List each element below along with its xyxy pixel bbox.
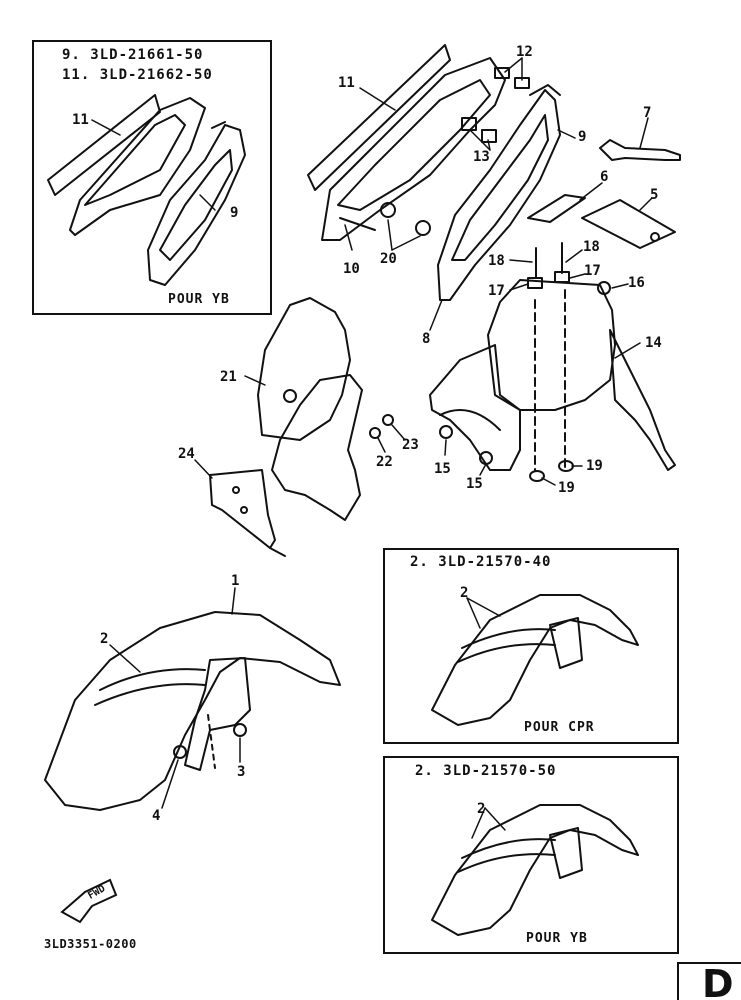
- part-label-8: 8: [422, 331, 431, 347]
- page-letter-frame: [677, 962, 741, 1000]
- part-label-16: 16: [628, 275, 645, 291]
- part-label-18-right: 18: [583, 239, 600, 255]
- inset-cpr-fender-drawing: [431, 594, 639, 726]
- part-label-12: 12: [516, 44, 533, 60]
- inset-yb-caption: POUR YB: [526, 931, 588, 946]
- part-label-2: 2: [100, 631, 109, 647]
- inset-cpr-header: 2. 3LD-21570-40: [410, 554, 552, 570]
- side-covers-drawing: [307, 44, 561, 301]
- part-label-9: 9: [578, 129, 587, 145]
- inset-frame-side-covers: [32, 40, 272, 315]
- part-label-10: 10: [343, 261, 360, 277]
- inset-yb-header: 2. 3LD-21570-50: [415, 763, 557, 779]
- inset-label-11: 11: [72, 112, 89, 128]
- part-label-13: 13: [473, 149, 490, 165]
- inner-fender-drawing: [257, 297, 394, 521]
- part-label-20: 20: [380, 251, 397, 267]
- inset-yb-label-2: 2: [477, 801, 486, 817]
- part-label-15-right: 15: [466, 476, 483, 492]
- part-label-21: 21: [220, 369, 237, 385]
- inset-frame-cpr: [383, 548, 679, 744]
- inset-label-9: 9: [230, 205, 239, 221]
- inset-side-covers-drawing: [47, 94, 246, 286]
- rear-fender-drawing: [429, 242, 676, 482]
- fwd-arrow-icon: [60, 878, 118, 924]
- part-label-19-bottom: 19: [558, 480, 575, 496]
- inset-part-number-11: 11. 3LD-21662-50: [62, 67, 213, 83]
- page-letter: D: [702, 962, 734, 1000]
- part-label-6: 6: [600, 169, 609, 185]
- inset-cpr-caption: POUR CPR: [524, 720, 595, 735]
- part-label-22: 22: [376, 454, 393, 470]
- inset-yb-fender-drawing: [431, 804, 639, 936]
- part-label-17-right: 17: [584, 263, 601, 279]
- part-label-24: 24: [178, 446, 195, 462]
- part-label-4: 4: [152, 808, 161, 824]
- part-label-19-right: 19: [586, 458, 603, 474]
- part-label-14: 14: [645, 335, 662, 351]
- part-label-3: 3: [237, 764, 246, 780]
- front-fender-drawing: [44, 611, 341, 811]
- part-label-23: 23: [402, 437, 419, 453]
- part-label-5: 5: [650, 187, 659, 203]
- inset-cpr-label-2: 2: [460, 585, 469, 601]
- part-label-1: 1: [231, 573, 240, 589]
- inset-caption-pour-yb: POUR YB: [168, 292, 230, 307]
- leader-lines: [91, 57, 653, 839]
- inset-frame-yb: [383, 756, 679, 954]
- part-label-7: 7: [643, 105, 652, 121]
- tool-and-strap-drawing: [527, 139, 681, 249]
- part-label-17-left: 17: [488, 283, 505, 299]
- diagram-code: 3LD3351-0200: [44, 937, 137, 951]
- part-label-15-left: 15: [434, 461, 451, 477]
- license-bracket-drawing: [209, 469, 286, 557]
- part-label-11: 11: [338, 75, 355, 91]
- inset-part-number-9: 9. 3LD-21661-50: [62, 47, 204, 63]
- part-label-18-left: 18: [488, 253, 505, 269]
